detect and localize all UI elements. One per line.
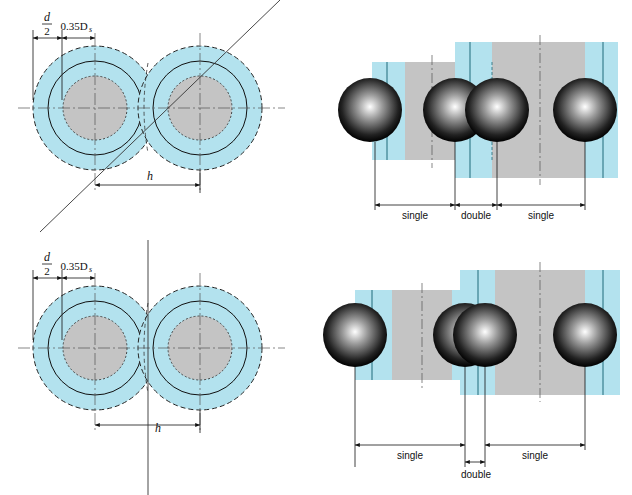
dimension-label: double: [460, 211, 492, 221]
dimension-subscript: s: [89, 26, 92, 34]
dimension-denominator: 2: [44, 26, 50, 37]
dimension-symbol: h: [155, 422, 161, 434]
dimension-value: 0.35D: [59, 21, 88, 32]
dimension-label: single: [521, 451, 549, 461]
dimension-label: single: [401, 211, 429, 221]
dimension-denominator: 2: [44, 266, 50, 277]
dimension-subscript: s: [89, 266, 92, 274]
dimension-label: single: [527, 211, 555, 221]
dimension-label: single: [396, 451, 424, 461]
dimension-symbol: h: [147, 170, 153, 182]
dimension-symbol: d: [44, 11, 50, 23]
dimension-symbol: d: [44, 251, 50, 263]
dimension-value: 0.35D: [59, 261, 88, 272]
dimension-label: double: [460, 470, 492, 480]
